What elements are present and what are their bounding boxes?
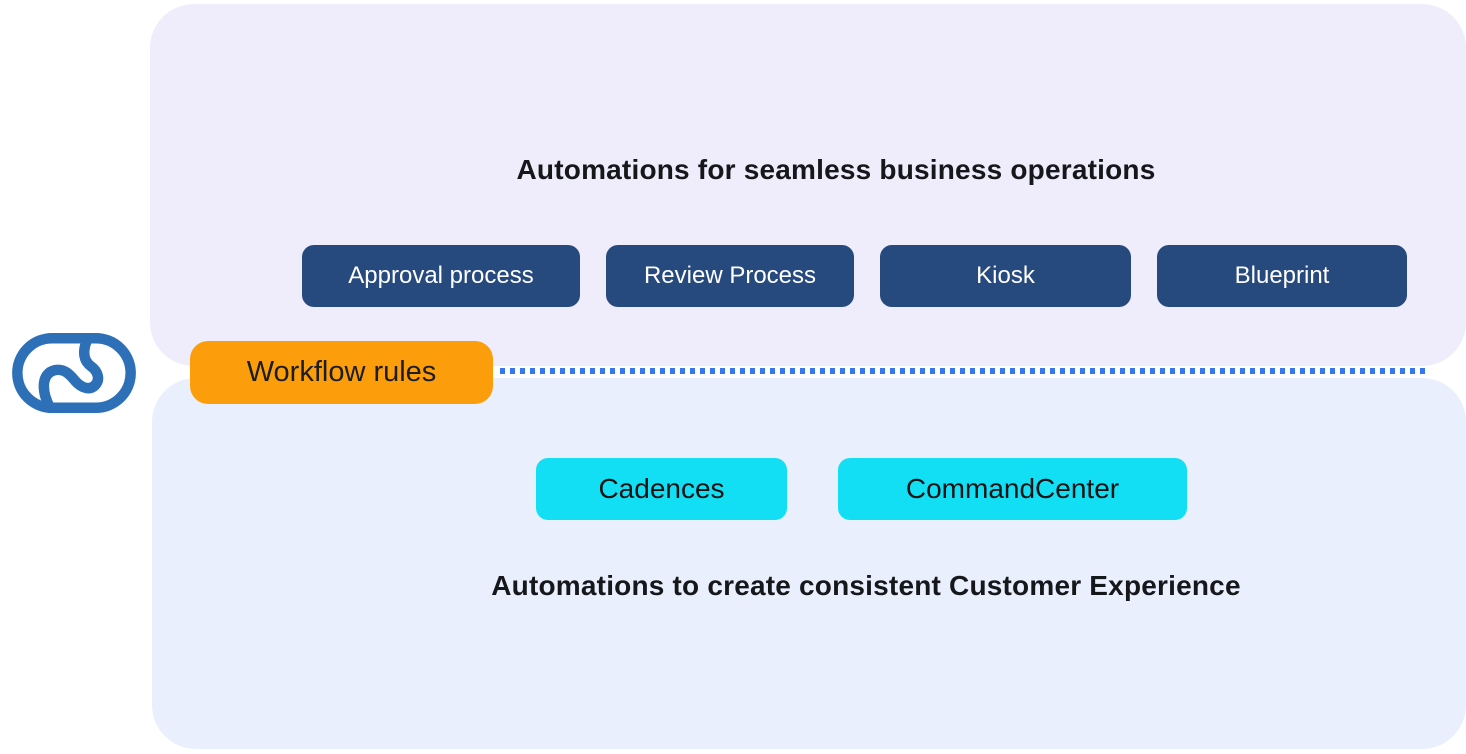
- commandcenter-chip[interactable]: CommandCenter: [838, 458, 1187, 520]
- cadences-chip[interactable]: Cadences: [536, 458, 787, 520]
- business-operations-chip-row: Approval process Review Process Kiosk Bl…: [302, 245, 1407, 307]
- customer-experience-title: Automations to create consistent Custome…: [491, 570, 1241, 601]
- zoho-crm-logo-icon: [12, 333, 136, 413]
- business-operations-panel: Automations for seamless business operat…: [150, 4, 1466, 366]
- business-operations-title: Automations for seamless business operat…: [516, 154, 1156, 185]
- customer-experience-panel: Cadences CommandCenter Automations to cr…: [152, 378, 1466, 749]
- customer-experience-chip-row: Cadences CommandCenter: [536, 458, 1187, 520]
- kiosk-chip[interactable]: Kiosk: [880, 245, 1131, 307]
- blueprint-chip[interactable]: Blueprint: [1157, 245, 1407, 307]
- review-process-chip[interactable]: Review Process: [606, 245, 854, 307]
- approval-process-chip[interactable]: Approval process: [302, 245, 580, 307]
- dotted-divider-line: [500, 368, 1429, 374]
- workflow-rules-chip[interactable]: Workflow rules: [190, 341, 493, 404]
